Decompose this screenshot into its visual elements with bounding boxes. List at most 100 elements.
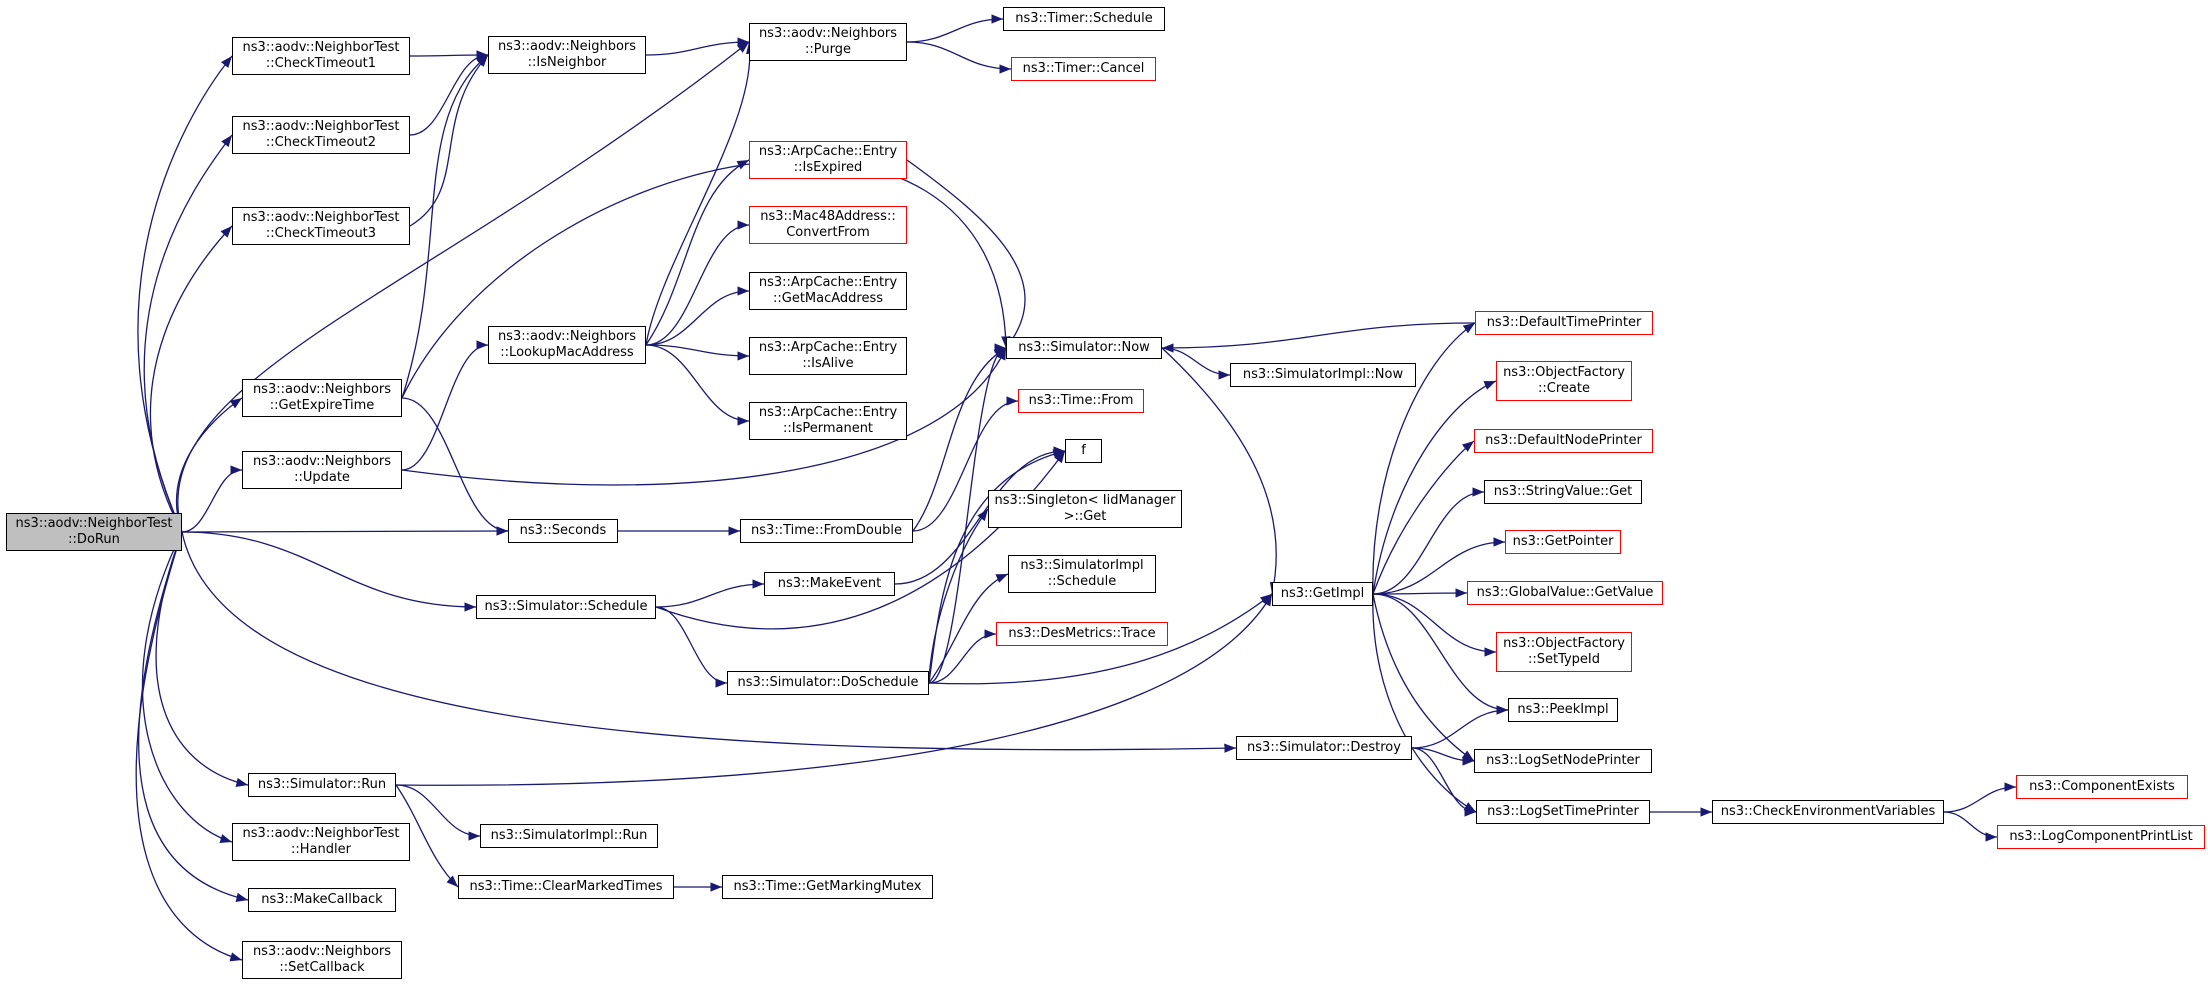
node-sim-now[interactable]: ns3::Simulator::Now bbox=[1006, 337, 1162, 359]
edge-get-impl-to-obj-factory-create bbox=[1372, 380, 1497, 595]
edge-from-double-to-sim-now bbox=[912, 347, 1007, 532]
edge-check-env-vars-to-component-exists bbox=[1943, 782, 2017, 813]
node-log-set-node-printer[interactable]: ns3::LogSetNodePrinter bbox=[1474, 749, 1652, 773]
node-get-pointer[interactable]: ns3::GetPointer bbox=[1505, 530, 1621, 554]
edge-dorun-to-check-timeout1 bbox=[137, 55, 233, 533]
node-label: ns3::PeekImpl bbox=[1517, 702, 1609, 717]
node-obj-factory-create[interactable]: ns3::ObjectFactory::Create bbox=[1496, 361, 1632, 401]
node-handler[interactable]: ns3::aodv::NeighborTest::Handler bbox=[232, 823, 410, 861]
node-label: ns3::DesMetrics::Trace bbox=[1008, 626, 1156, 641]
node-label: ns3::aodv::Neighbors bbox=[497, 329, 637, 344]
node-label: ns3::aodv::NeighborTest bbox=[15, 516, 173, 531]
node-seconds[interactable]: ns3::Seconds bbox=[508, 519, 618, 543]
node-dorun[interactable]: ns3::aodv::NeighborTest::DoRun bbox=[6, 513, 182, 551]
node-sim-impl-now[interactable]: ns3::SimulatorImpl::Now bbox=[1230, 363, 1416, 387]
node-label: ns3::aodv::Neighbors bbox=[758, 26, 898, 41]
node-is-expired[interactable]: ns3::ArpCache::Entry::IsExpired bbox=[749, 141, 907, 179]
node-label: ns3::aodv::Neighbors bbox=[252, 454, 392, 469]
edge-get-impl-to-peek-impl bbox=[1372, 593, 1509, 715]
node-global-value-get-value[interactable]: ns3::GlobalValue::GetValue bbox=[1467, 581, 1663, 605]
node-label: ns3::ArpCache::Entry bbox=[758, 275, 898, 290]
node-get-mac-address[interactable]: ns3::ArpCache::Entry::GetMacAddress bbox=[749, 272, 907, 310]
edge-get-expire-time-to-is-neighbor bbox=[401, 54, 489, 399]
edge-get-impl-to-log-set-time-printer bbox=[1372, 593, 1477, 813]
node-lookup-mac[interactable]: ns3::aodv::Neighbors::LookupMacAddress bbox=[488, 326, 646, 364]
node-check-timeout3[interactable]: ns3::aodv::NeighborTest::CheckTimeout3 bbox=[232, 207, 410, 245]
node-label: ::Purge bbox=[805, 42, 851, 57]
edge-dorun-to-set-callback bbox=[135, 531, 243, 962]
node-check-env-vars[interactable]: ns3::CheckEnvironmentVariables bbox=[1712, 800, 1944, 824]
node-label: ::LookupMacAddress bbox=[500, 345, 634, 360]
node-label: ns3::GetImpl bbox=[1280, 586, 1365, 601]
node-sim-impl-schedule[interactable]: ns3::SimulatorImpl::Schedule bbox=[1008, 555, 1156, 593]
node-convert-from[interactable]: ns3::Mac48Address::ConvertFrom bbox=[749, 206, 907, 244]
node-log-set-time-printer[interactable]: ns3::LogSetTimePrinter bbox=[1476, 800, 1650, 824]
node-get-expire-time[interactable]: ns3::aodv::Neighbors::GetExpireTime bbox=[242, 379, 402, 417]
edge-sim-now-to-sim-impl-now bbox=[1161, 347, 1231, 380]
node-time-from[interactable]: ns3::Time::From bbox=[1018, 389, 1144, 413]
edge-sim-destroy-to-log-set-node-printer bbox=[1411, 747, 1475, 766]
edge-from-double-to-time-from bbox=[912, 396, 1019, 532]
node-label: ns3::Time::ClearMarkedTimes bbox=[469, 879, 663, 894]
node-from-double[interactable]: ns3::Time::FromDouble bbox=[740, 519, 913, 543]
node-default-time-printer[interactable]: ns3::DefaultTimePrinter bbox=[1475, 311, 1653, 335]
node-clear-marked-times[interactable]: ns3::Time::ClearMarkedTimes bbox=[458, 875, 674, 899]
node-check-timeout2[interactable]: ns3::aodv::NeighborTest::CheckTimeout2 bbox=[232, 116, 410, 154]
node-is-permanent[interactable]: ns3::ArpCache::Entry::IsPermanent bbox=[749, 402, 907, 440]
node-get-marking-mutex[interactable]: ns3::Time::GetMarkingMutex bbox=[722, 875, 933, 899]
edge-get-impl-to-string-value-get bbox=[1372, 487, 1485, 595]
node-f[interactable]: f bbox=[1065, 439, 1102, 463]
node-label: ::CheckTimeout1 bbox=[265, 56, 377, 71]
edge-is-expired-to-sim-now bbox=[906, 159, 1026, 349]
node-make-event[interactable]: ns3::MakeEvent bbox=[764, 572, 895, 596]
node-label: ns3::Simulator::DoSchedule bbox=[737, 675, 919, 690]
edge-update-to-lookup-mac bbox=[401, 340, 489, 471]
node-string-value-get[interactable]: ns3::StringValue::Get bbox=[1484, 480, 1642, 504]
node-label: ns3::GetPointer bbox=[1512, 534, 1614, 549]
node-label: ns3::SimulatorImpl::Now bbox=[1242, 367, 1404, 382]
node-peek-impl[interactable]: ns3::PeekImpl bbox=[1508, 698, 1618, 722]
edge-lookup-mac-to-is-permanent bbox=[645, 344, 750, 426]
node-singleton-get[interactable]: ns3::Singleton< IidManager>::Get bbox=[988, 490, 1182, 528]
node-label: ns3::Time::From bbox=[1028, 393, 1134, 408]
node-timer-schedule[interactable]: ns3::Timer::Schedule bbox=[1003, 7, 1165, 31]
node-update[interactable]: ns3::aodv::Neighbors::Update bbox=[242, 451, 402, 489]
node-obj-factory-set-type-id[interactable]: ns3::ObjectFactory::SetTypeId bbox=[1496, 632, 1632, 672]
node-is-neighbor[interactable]: ns3::aodv::Neighbors::IsNeighbor bbox=[488, 36, 646, 74]
node-component-exists[interactable]: ns3::ComponentExists bbox=[2016, 775, 2188, 799]
node-default-node-printer[interactable]: ns3::DefaultNodePrinter bbox=[1474, 429, 1653, 453]
node-sim-impl-run[interactable]: ns3::SimulatorImpl::Run bbox=[480, 824, 658, 848]
edge-get-impl-to-obj-factory-set-type-id bbox=[1372, 593, 1497, 657]
node-sim-run[interactable]: ns3::Simulator::Run bbox=[248, 773, 396, 797]
edge-do-schedule-to-des-trace bbox=[928, 629, 997, 684]
node-label: ::IsPermanent bbox=[782, 421, 874, 436]
node-label: ns3::SimulatorImpl bbox=[1020, 558, 1144, 573]
node-set-callback[interactable]: ns3::aodv::Neighbors::SetCallback bbox=[242, 941, 402, 979]
node-is-alive[interactable]: ns3::ArpCache::Entry::IsAlive bbox=[749, 337, 907, 375]
edge-do-schedule-to-sim-impl-schedule bbox=[928, 573, 1009, 684]
node-des-trace[interactable]: ns3::DesMetrics::Trace bbox=[996, 622, 1168, 646]
edge-sim-destroy-to-log-set-time-printer bbox=[1411, 747, 1477, 817]
node-label: ns3::aodv::NeighborTest bbox=[242, 826, 400, 841]
edge-get-impl-to-global-value-get-value bbox=[1372, 588, 1468, 598]
node-label: ns3::Timer::Cancel bbox=[1022, 61, 1145, 76]
node-get-impl[interactable]: ns3::GetImpl bbox=[1272, 582, 1373, 606]
edge-dorun-to-check-timeout3 bbox=[149, 225, 233, 533]
node-make-callback[interactable]: ns3::MakeCallback bbox=[248, 888, 396, 912]
node-log-component-print-list[interactable]: ns3::LogComponentPrintList bbox=[1997, 825, 2205, 849]
node-label: ns3::aodv::Neighbors bbox=[252, 944, 392, 959]
node-purge[interactable]: ns3::aodv::Neighbors::Purge bbox=[749, 23, 907, 61]
node-label: ns3::Mac48Address:: bbox=[760, 209, 896, 224]
node-label: ConvertFrom bbox=[786, 225, 870, 240]
node-check-timeout1[interactable]: ns3::aodv::NeighborTest::CheckTimeout1 bbox=[232, 37, 410, 75]
node-do-schedule[interactable]: ns3::Simulator::DoSchedule bbox=[727, 671, 929, 695]
node-sim-destroy[interactable]: ns3::Simulator::Destroy bbox=[1236, 736, 1412, 760]
node-timer-cancel[interactable]: ns3::Timer::Cancel bbox=[1011, 57, 1156, 81]
node-label: ns3::Singleton< IidManager bbox=[994, 493, 1176, 508]
edge-dorun-to-seconds bbox=[181, 526, 509, 536]
node-label: ns3::GlobalValue::GetValue bbox=[1476, 585, 1654, 600]
node-label: >::Get bbox=[1063, 509, 1107, 524]
node-sim-schedule[interactable]: ns3::Simulator::Schedule bbox=[476, 595, 656, 619]
edge-lookup-mac-to-is-expired bbox=[645, 159, 750, 346]
